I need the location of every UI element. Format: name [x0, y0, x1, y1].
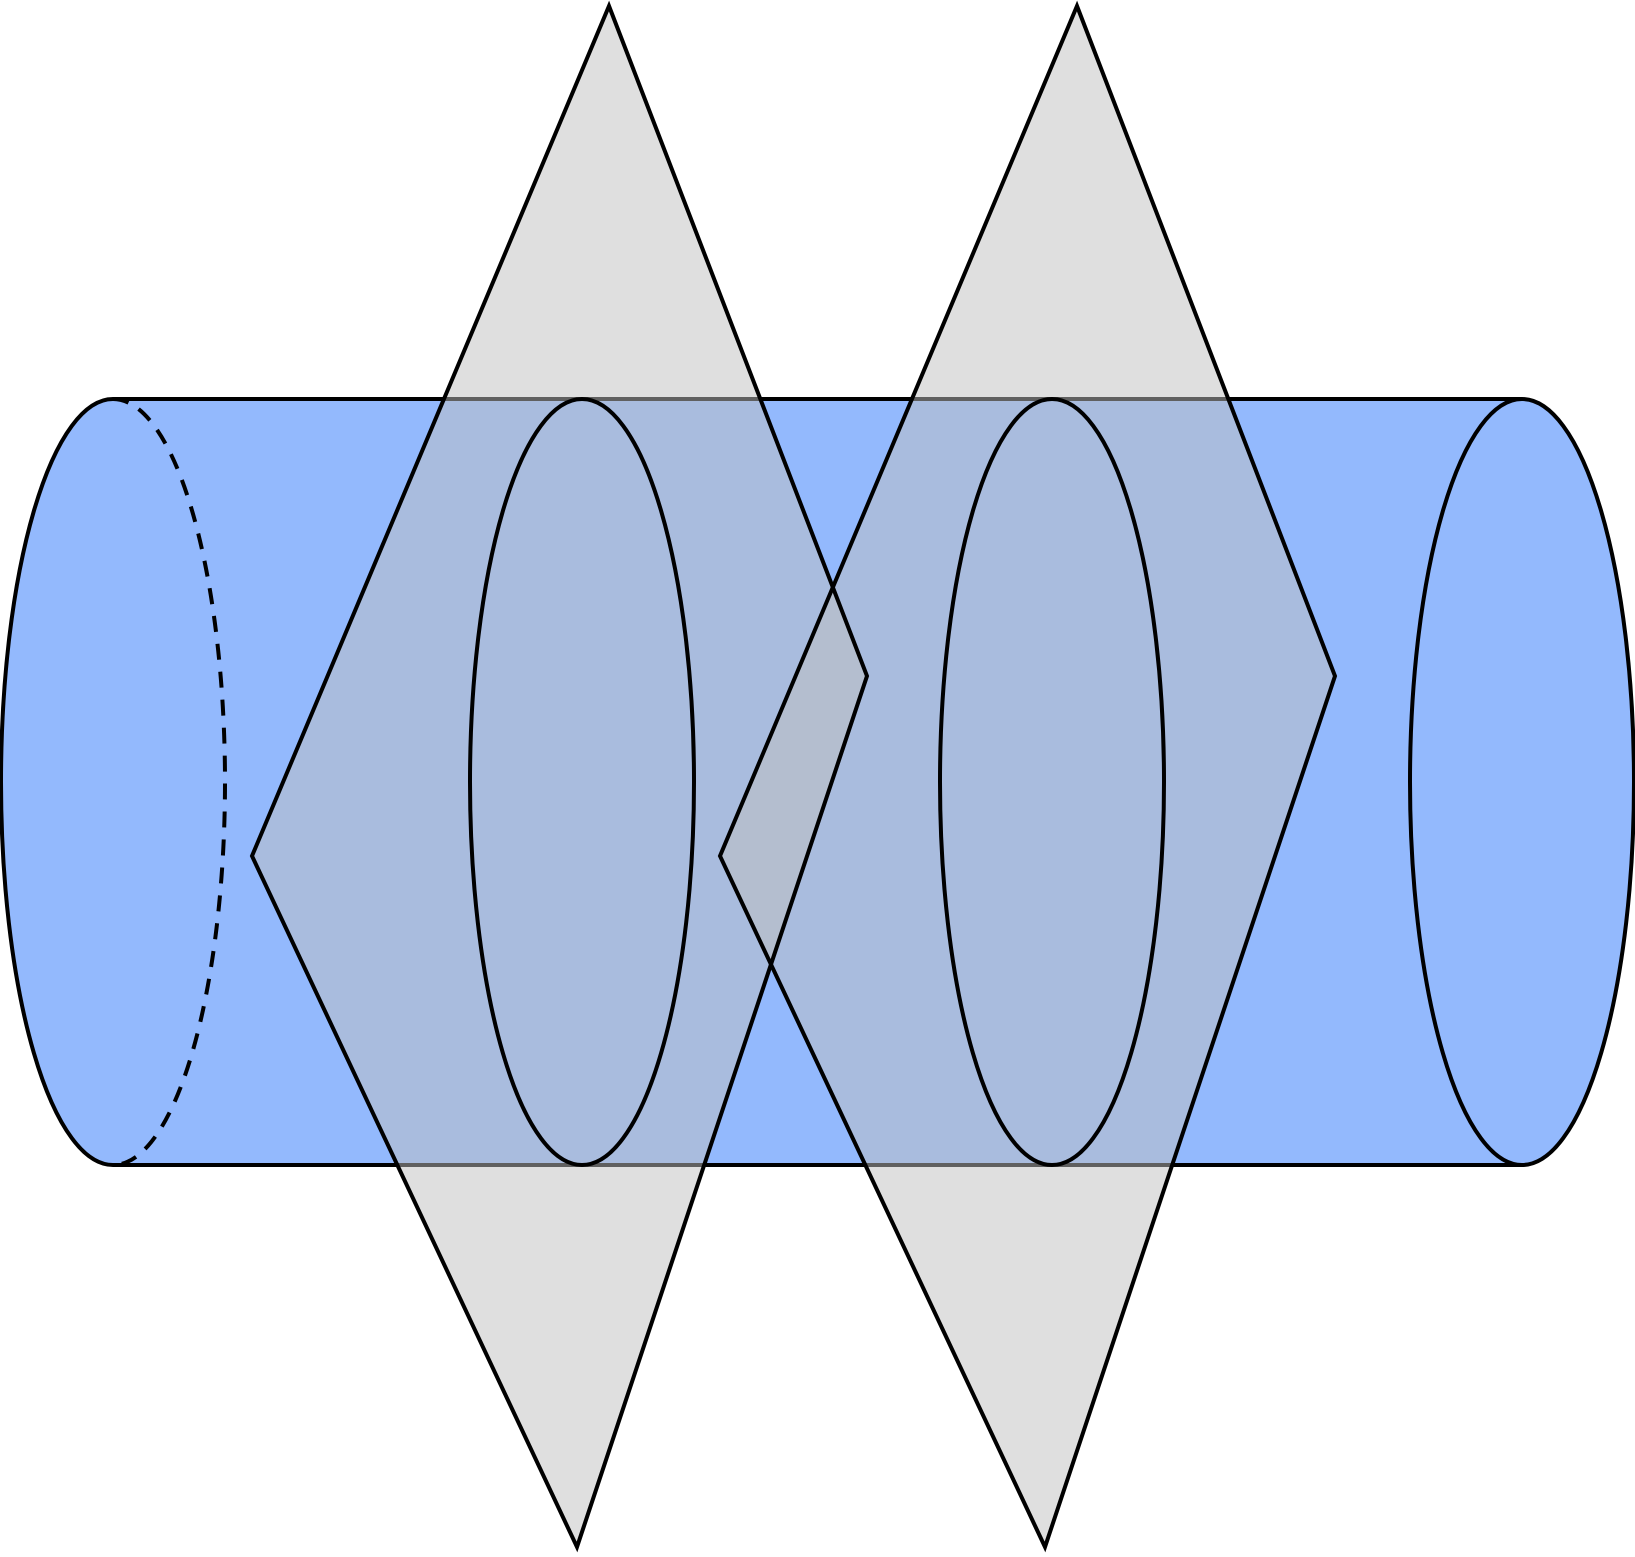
cross-section-2 — [938, 397, 1166, 1167]
cylinder-left-cap-hidden — [112, 397, 227, 1167]
plane-outlines — [249, 0, 1338, 1553]
cutting-plane-2-outline — [717, 0, 1338, 1553]
cutting-plane-1-outline — [249, 0, 870, 1553]
cylinder-right-cap — [1408, 397, 1635, 1167]
cutting-planes — [252, 6, 1335, 1547]
cross-sections — [468, 397, 1166, 1167]
cross-section-1 — [468, 397, 696, 1167]
cutting-plane-1 — [252, 6, 867, 1547]
cylinder-left-cap-front — [0, 397, 114, 1167]
cutting-plane-2 — [720, 6, 1335, 1547]
